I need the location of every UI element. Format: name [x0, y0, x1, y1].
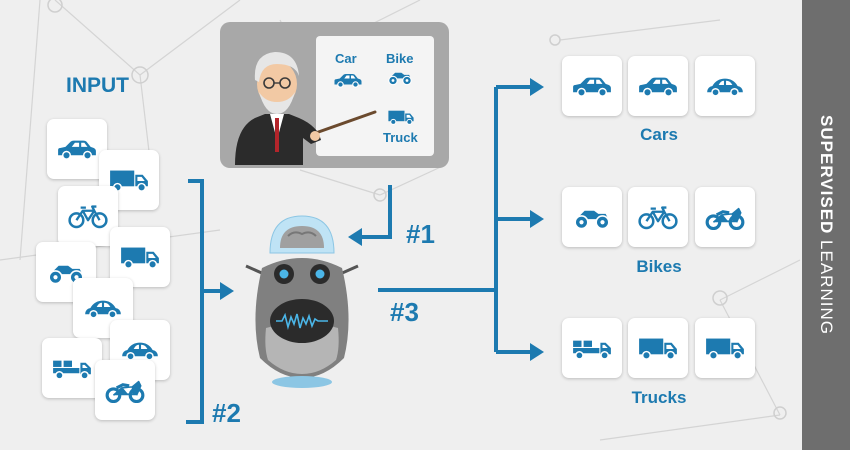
output-branches	[378, 78, 544, 361]
cars-group-label: Cars	[640, 125, 678, 144]
car-icon	[119, 339, 161, 361]
robot-illustration	[245, 215, 359, 388]
flatbed-truck-icon	[571, 335, 613, 361]
sidebar-banner: SUPERVISED LEARNING	[802, 0, 850, 450]
output-card-atv	[562, 187, 622, 247]
output-card-truck	[695, 318, 755, 378]
input-card-bike	[58, 186, 118, 246]
board-truck-label: Truck	[383, 130, 418, 145]
sidebar-title-bold: SUPERVISED	[817, 115, 836, 235]
truck-icon	[637, 335, 679, 361]
bicycle-icon	[67, 203, 109, 229]
truck-icon	[704, 335, 746, 361]
car-icon	[704, 75, 746, 97]
input-card-car	[47, 119, 107, 179]
output-card-car	[695, 56, 755, 116]
board-car-label: Car	[335, 51, 357, 66]
output-card-flatbed-truck	[562, 318, 622, 378]
atv-icon	[571, 204, 613, 230]
output-card-bicycle	[628, 187, 688, 247]
car-icon	[637, 75, 679, 97]
sidebar-title: SUPERVISED LEARNING	[816, 115, 836, 335]
truck-icon	[119, 244, 161, 270]
input-label: INPUT	[66, 74, 129, 97]
sidebar-title-light: LEARNING	[817, 240, 836, 335]
motorcycle-icon	[104, 377, 146, 403]
car-icon	[56, 138, 98, 160]
output-card-truck	[628, 318, 688, 378]
car-icon	[571, 75, 613, 97]
trucks-group-label: Trucks	[631, 388, 687, 407]
output-card-motorcycle	[695, 187, 755, 247]
bicycle-icon	[637, 204, 679, 230]
input-card-motorcycle	[95, 360, 155, 420]
step-1-label: #1	[406, 219, 435, 249]
car-icon	[82, 297, 124, 319]
board-screen	[316, 36, 434, 156]
output-card-car	[628, 56, 688, 116]
input-bracket	[186, 179, 234, 424]
output-card-car	[562, 56, 622, 116]
step-3-label: #3	[390, 297, 419, 327]
board-bike-label: Bike	[386, 51, 414, 66]
input-card-flatbed-truck	[42, 338, 102, 398]
input-card-truck	[110, 227, 170, 287]
step-1-arrow	[348, 185, 392, 246]
bikes-group-label: Bikes	[636, 257, 682, 276]
motorcycle-icon	[704, 204, 746, 230]
step-2-label: #2	[212, 398, 241, 428]
teacher-illustration	[235, 52, 377, 165]
flatbed-truck-icon	[51, 355, 93, 381]
